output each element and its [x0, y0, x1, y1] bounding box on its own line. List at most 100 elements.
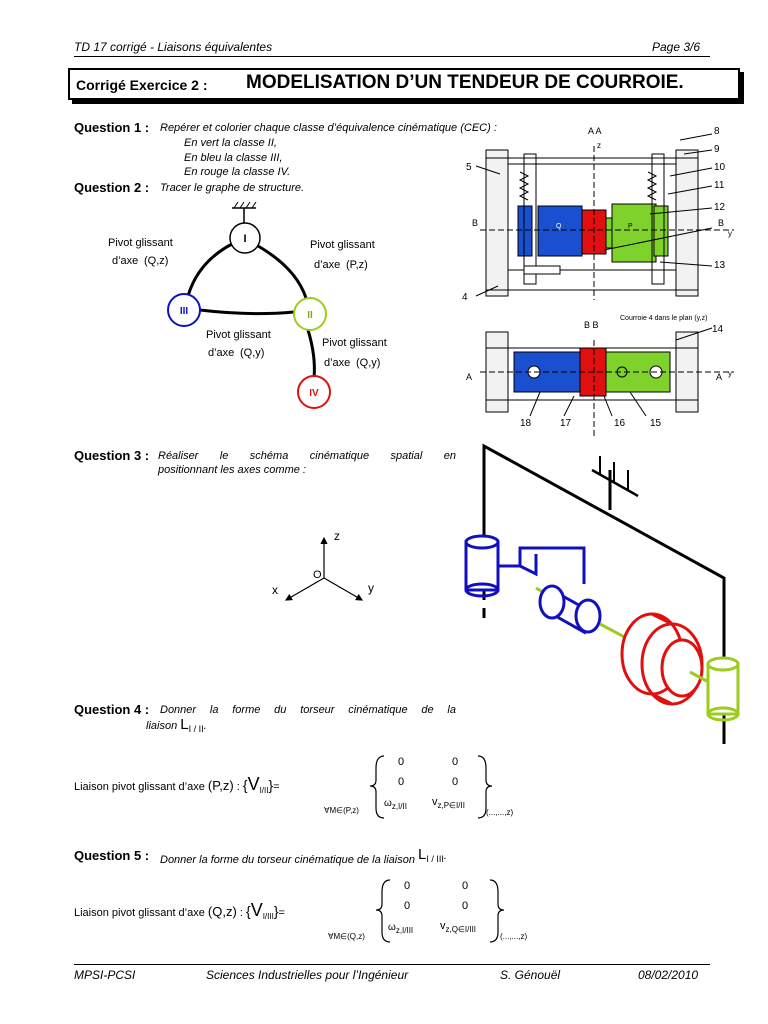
part-8: 8: [714, 126, 720, 137]
torseur-1-line: Liaison pivot glissant d’axe (P,z) : {VI…: [74, 774, 280, 796]
t2-r2c1: 0: [404, 900, 411, 912]
axis-z-top: z: [597, 141, 601, 150]
t2-prefix: Liaison pivot glissant d’axe: [74, 907, 205, 919]
t2-omega: ω: [388, 922, 396, 933]
q5-liaison-symbol: L: [418, 846, 427, 863]
edge-II-IV: [306, 329, 316, 379]
header-left: TD 17 corrigé - Liaisons équivalentes: [74, 40, 273, 54]
header-rule: [74, 56, 710, 57]
footer-date: 08/02/2010: [638, 968, 699, 982]
drawing-section-aa: [475, 133, 734, 300]
q3-label: Question 3 :: [74, 448, 150, 463]
q1-text: Repérer et colorier chaque classe d’équi…: [160, 122, 497, 134]
page-title: MODELISATION D’UN TENDEUR DE COURROIE.: [246, 72, 684, 93]
t1-omega: ω: [384, 798, 392, 809]
t2-omega-sub: z,I/III: [395, 926, 414, 935]
axis-y-bottom: y: [728, 369, 732, 378]
node-IV-label: IV: [309, 388, 319, 399]
node-II-label: II: [307, 310, 313, 321]
q5-liaison-sub: I / III: [426, 854, 444, 865]
t1-r2c2: 0: [452, 776, 459, 788]
footer-author: S. Génouël: [500, 968, 561, 982]
t1-r1c1: 0: [398, 756, 405, 768]
q4-liaison-symbol: L: [180, 716, 189, 733]
t1-prefix: Liaison pivot glissant d’axe: [74, 781, 205, 793]
q4-liaison-word: liaison: [146, 720, 178, 732]
t2-basis: (...,...,z): [500, 932, 528, 941]
edge-I-III: [186, 242, 233, 297]
t1-colon: :: [236, 781, 240, 793]
q4-label: Question 4 :: [74, 702, 150, 717]
link-I-II-axis: (P,z): [346, 259, 368, 271]
node-I-label: I: [243, 233, 246, 245]
courroie-note: Courroie 4 dans le plan (y,z): [620, 315, 707, 322]
q5-end: .: [443, 850, 447, 862]
link-II-IV-l1: Pivot glissant: [322, 337, 387, 349]
link-II-IV-axis: (Q,y): [356, 357, 380, 369]
t1-r1c2: 0: [452, 756, 459, 768]
q3-line-1: Réaliser le schéma cinématique spatial e…: [158, 450, 456, 462]
part-14: 14: [712, 324, 724, 335]
q1-line-3: En rouge la classe IV.: [184, 166, 291, 178]
link-II-IV-l2: d’axe: [324, 357, 350, 369]
cut-b-right: B: [718, 218, 724, 228]
t2-sub: I/III: [262, 912, 274, 922]
node-III-label: III: [180, 306, 189, 317]
kinematic-diagram: [464, 443, 740, 744]
link-III-II-axis: (Q,y): [240, 347, 264, 359]
part-5: 5: [466, 162, 472, 173]
q4-line-1: Donner la forme du torseur cinématique d…: [160, 704, 456, 716]
ground-symbol: [232, 201, 257, 224]
footer-rule: [74, 964, 710, 965]
q3-line-2: positionnant les axes comme :: [158, 464, 306, 476]
q2-label: Question 2 :: [74, 180, 150, 195]
node-IV: [297, 375, 331, 409]
part-10: 10: [714, 162, 726, 173]
q1-line-2: En bleu la classe III,: [184, 152, 283, 164]
t1-v: V: [247, 774, 260, 794]
link-I-III-l2: d’axe: [112, 255, 138, 267]
t1-sub: I/II: [259, 786, 269, 796]
q4-liaison-sub: I / II: [188, 724, 204, 735]
t1-omega-sub: z,I/II: [391, 802, 407, 811]
link-I-II-l2: d’axe: [314, 259, 340, 271]
part-17: 17: [560, 418, 572, 429]
t1-axis: (P,z): [207, 778, 234, 793]
torseur-1-braces: [369, 755, 493, 819]
t2-r3c2: vz,Q∈I/III: [440, 920, 476, 934]
part-13: 13: [714, 260, 726, 271]
t1-r2c1: 0: [398, 776, 405, 788]
q1-line-1: En vert la classe II,: [184, 137, 277, 149]
t2-colon: :: [239, 907, 243, 919]
node-III: [167, 293, 201, 327]
part-15: 15: [650, 418, 662, 429]
link-I-III-axis: (Q,z): [144, 255, 168, 267]
q5-label: Question 5 :: [74, 848, 150, 863]
t2-vel: v: [440, 920, 446, 932]
part-11: 11: [714, 180, 725, 191]
axis-y-label: y: [368, 581, 374, 595]
link-I-III-l1: Pivot glissant: [108, 237, 173, 249]
t1-r3c2: vz,P∈I/II: [432, 796, 465, 810]
q4-end: .: [203, 720, 207, 732]
axis-y-top: y: [728, 229, 732, 238]
t2-r1c1: 0: [404, 880, 411, 892]
part-18: 18: [520, 418, 532, 429]
origin-label: O: [313, 569, 322, 581]
q5-line: Donner la forme du torseur cinématique d…: [160, 846, 447, 866]
cut-a-left: A: [466, 372, 472, 382]
torseur-2-line: Liaison pivot glissant d’axe (Q,z) : {VI…: [74, 900, 285, 922]
axis-z-label: z: [334, 529, 340, 543]
t2-r3c1: ωz,I/III: [388, 922, 413, 935]
section-bb-label: B B: [584, 320, 599, 330]
torseur-2-braces: [375, 879, 505, 943]
part-12: 12: [714, 202, 726, 213]
link-III-II-l2: d’axe: [208, 347, 234, 359]
t1-r3c1: ωz,I/II: [384, 798, 407, 811]
section-aa-label: A A: [588, 126, 602, 136]
part-9: 9: [714, 144, 720, 155]
t2-under: ∀M∈(Q,z): [328, 932, 365, 941]
footer-class: MPSI-PCSI: [74, 968, 136, 982]
title-box: Corrigé Exercice 2 : MODELISATION D’UN T…: [68, 68, 740, 100]
